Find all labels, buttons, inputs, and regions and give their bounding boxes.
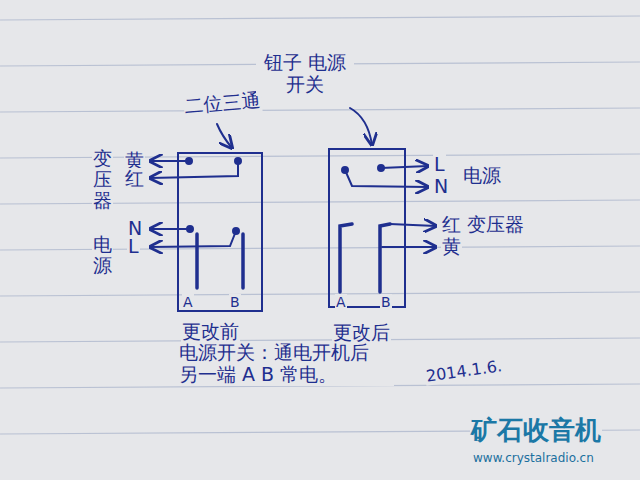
switch-box: AB更改前 — [177, 152, 263, 312]
part-note: 钮子 电源开关 — [256, 52, 354, 96]
wire-color: 黄 — [441, 236, 462, 258]
part-name: 电源 — [462, 165, 502, 187]
switch-box: AB更改后 — [328, 148, 406, 308]
state-caption: 更改后 — [332, 322, 391, 344]
terminal-label: B — [380, 294, 392, 310]
terminal-label: A — [182, 294, 194, 310]
watermark: www.crystalradio.cn — [472, 452, 595, 466]
note: 电源开关：通电开机后 另一端 A B 常电。 — [178, 342, 394, 386]
signal-name: L — [433, 154, 446, 176]
part-note: 二位三通 — [183, 89, 263, 118]
terminal-label: A — [335, 294, 347, 310]
date: 2014.1.6. — [424, 357, 504, 386]
watermark: 矿石收音机 — [470, 416, 602, 446]
state-caption: 更改前 — [181, 321, 240, 343]
part-name: 电源 — [92, 234, 113, 276]
signal-name: N — [433, 176, 449, 198]
part-name: 变压器 — [92, 148, 113, 211]
signal-name: L — [127, 236, 140, 258]
wire-color: 红 — [124, 168, 145, 190]
wire-color: 红 变压器 — [441, 214, 525, 236]
terminal-label: B — [229, 294, 241, 310]
